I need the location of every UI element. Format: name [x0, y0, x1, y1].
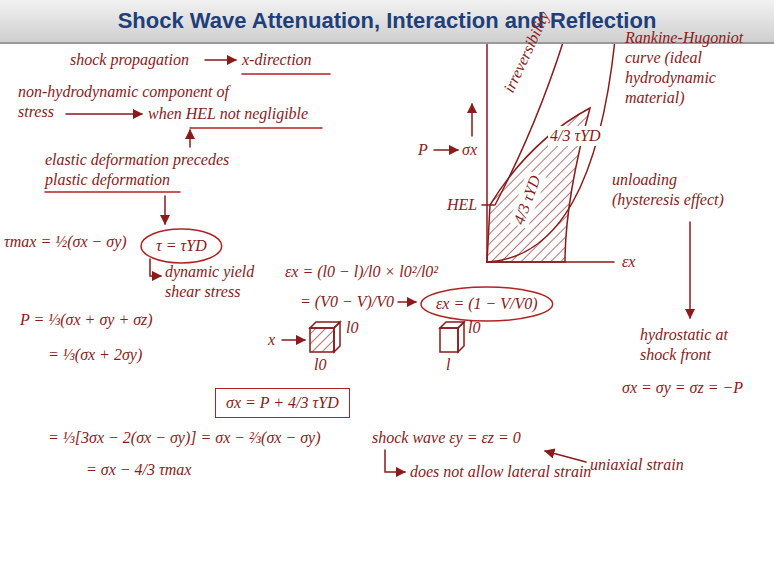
formula-text: = ⅓[3σx − 2(σx − σy)] = σx − ⅔(σx − σy)	[48, 428, 321, 448]
pointer-arrow	[164, 196, 166, 224]
note-text: when HEL not negligible	[148, 104, 308, 124]
pointer-arrow	[385, 450, 405, 472]
cube-face	[440, 328, 458, 352]
x-axis	[487, 261, 614, 263]
direction-arrow	[282, 339, 305, 341]
axis-label: P	[418, 140, 428, 160]
formula-text: 4/3 τYD	[548, 126, 603, 146]
cube-face	[310, 328, 334, 352]
axis-arrow	[471, 104, 473, 136]
formula-text: εx = (1 − V/V0)	[436, 294, 538, 314]
axis-label: σx	[462, 140, 477, 160]
hel-tick	[482, 204, 494, 206]
formula-text: τ = τYD	[156, 236, 207, 256]
dimension-label: l0	[314, 355, 326, 375]
direction-arrow	[205, 59, 236, 61]
dimension-label: l0	[346, 318, 358, 338]
pointer-arrow	[398, 301, 416, 303]
pointer-arrow	[545, 451, 586, 462]
axis-label: εx	[622, 252, 635, 272]
underline	[45, 191, 180, 193]
circled-formula: εx = (1 − V/V0)	[420, 286, 554, 322]
axis-label: x	[268, 330, 275, 350]
axis-label: HEL	[447, 195, 477, 215]
y-axis	[486, 40, 488, 262]
pointer-arrow	[689, 222, 691, 318]
formula-text: τmax = ½(σx − σy)	[4, 232, 127, 252]
curve-label: irreversibility	[499, 8, 554, 96]
cube-uncompressed	[310, 322, 340, 352]
circled-formula: τ = τYD	[140, 228, 223, 264]
formula-text: = (V0 − V)/V0	[300, 292, 394, 312]
pointer-arrow	[66, 113, 142, 115]
dimension-label: l	[446, 355, 450, 375]
formula-text: σx = P + 4/3 τYD	[226, 393, 339, 413]
circle-outline	[421, 287, 553, 321]
cube-face	[458, 322, 464, 352]
note-text: shock wave εy = εz = 0	[372, 428, 521, 448]
formula-text: = σx − 4/3 τmax	[86, 460, 191, 480]
formula-text: σx = σy = σz = −P	[622, 378, 743, 398]
note-text: dynamic yield shear stress	[165, 262, 275, 302]
curve-label: unloading (hysteresis effect)	[612, 170, 742, 210]
note-text: does not allow lateral strain	[410, 462, 591, 482]
note-text: x-direction	[242, 50, 312, 70]
pointer-arrow	[150, 259, 161, 276]
underline	[242, 73, 330, 75]
dimension-label: l0	[468, 318, 480, 338]
note-text: shock propagation	[70, 50, 189, 70]
formula-text: εx = (l0 − l)/l0 × l0²/l0²	[285, 262, 438, 282]
underline	[190, 127, 322, 129]
note-text: uniaxial strain	[590, 455, 684, 475]
pointer-arrow	[434, 149, 458, 151]
pointer-arrow	[189, 130, 191, 147]
formula-text: 4/3 τYD	[508, 171, 545, 229]
circle-outline	[141, 229, 222, 263]
formula-text: = ⅓(σx + 2σy)	[48, 345, 142, 365]
note-text: elastic deformation precedes plastic def…	[45, 150, 270, 190]
note-text: hydrostatic at shock front	[640, 325, 750, 365]
boxed-formula: σx = P + 4/3 τYD	[215, 388, 350, 418]
cube-compressed	[440, 322, 464, 352]
formula-text: P = ⅓(σx + σy + σz)	[20, 310, 153, 330]
curve-label: Rankine-Hugoniot curve (ideal hydrodynam…	[625, 28, 770, 108]
cube-face	[334, 322, 340, 352]
